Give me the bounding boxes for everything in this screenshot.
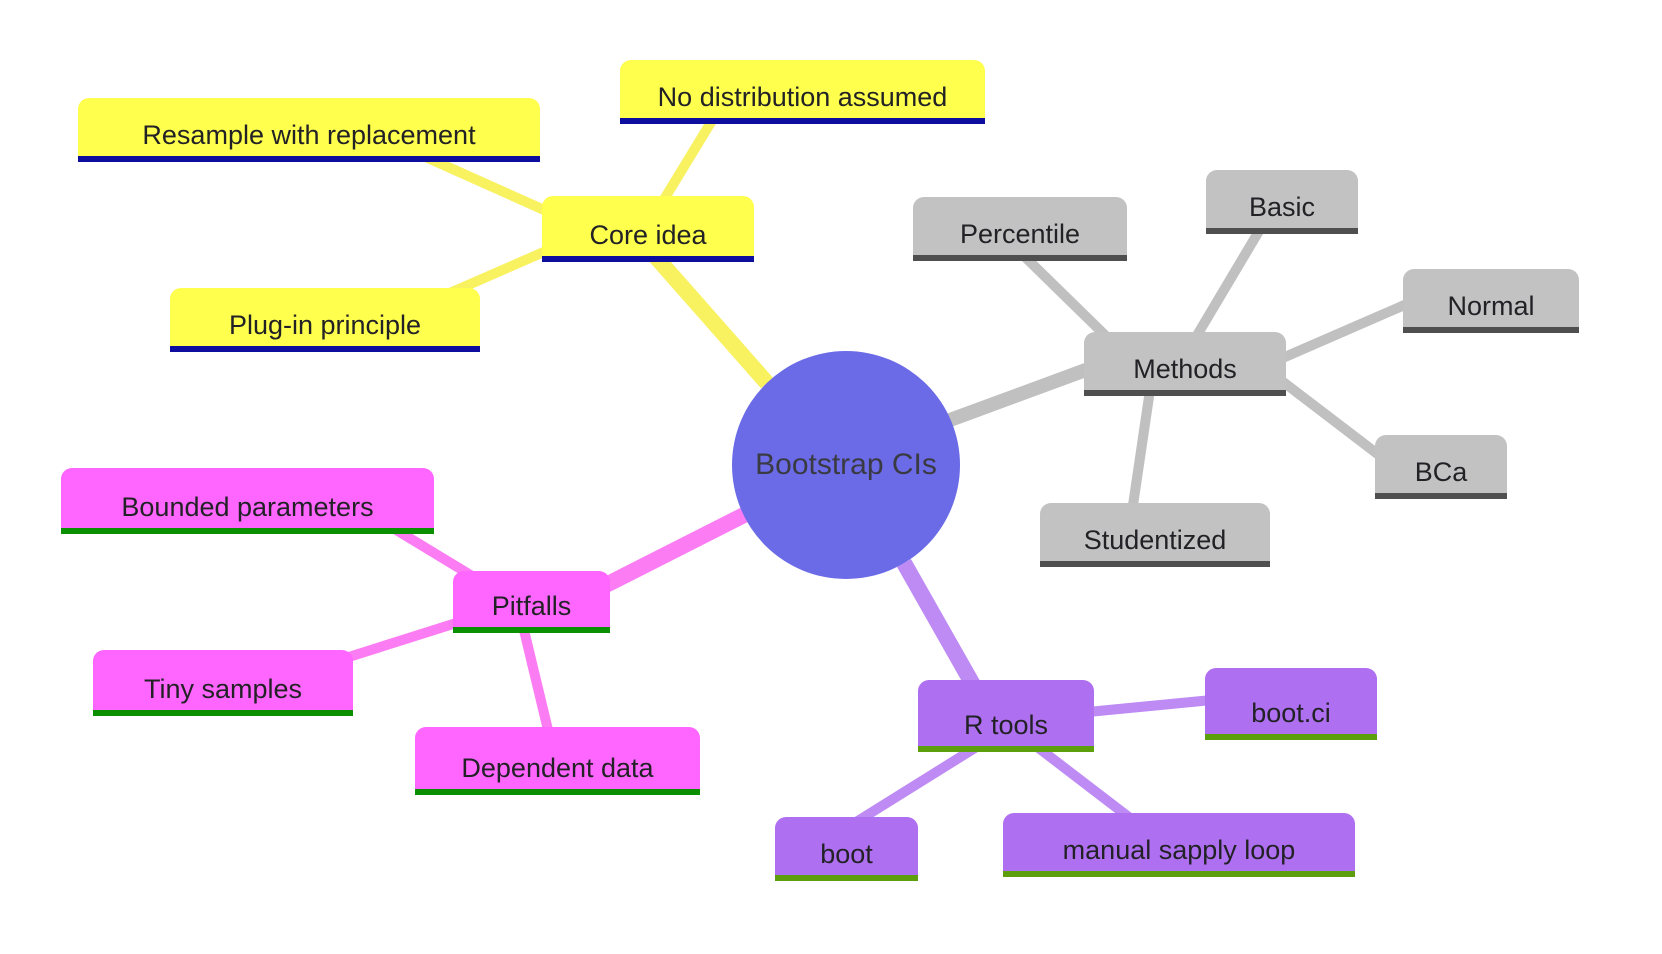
edge-r-tools-boot — [850, 741, 981, 829]
edge-center-pitfalls — [596, 507, 748, 596]
node-label: boot.ci — [1251, 697, 1331, 728]
node-label: manual sapply loop — [1062, 834, 1296, 865]
node-label: Studentized — [1083, 524, 1227, 555]
edge-methods-normal — [1276, 295, 1418, 365]
node-label: Pitfalls — [491, 590, 572, 621]
edge-methods-percentile — [1016, 248, 1116, 346]
edge-methods-bca — [1274, 374, 1392, 466]
node-label: Methods — [1133, 353, 1237, 384]
node-label: No distribution assumed — [657, 81, 948, 112]
edge-center-methods — [947, 357, 1105, 427]
edge-methods-basic — [1188, 223, 1267, 345]
node-label: Core idea — [589, 219, 707, 250]
center-node-label: Bootstrap CIs — [755, 448, 937, 481]
node-core-idea[interactable]: Core idea — [542, 196, 754, 262]
node-label: Dependent data — [461, 752, 654, 783]
node-label: R tools — [963, 709, 1049, 740]
node-boot-ci[interactable]: boot.ci — [1205, 668, 1377, 740]
node-pitfalls[interactable]: Pitfalls — [453, 571, 610, 633]
node-label: Tiny samples — [143, 673, 303, 704]
edge-r-tools-bootci — [1087, 695, 1213, 717]
edge-core-idea-no-dist — [655, 111, 721, 209]
edge-pitfalls-tiny — [331, 613, 474, 667]
node-bootstrap-cis[interactable]: Bootstrap CIs — [732, 351, 960, 579]
node-manual-sapply-loop[interactable]: manual sapply loop — [1003, 813, 1355, 877]
node-plug-in-principle[interactable]: Plug-in principle — [170, 288, 480, 352]
edge-methods-studentized — [1127, 389, 1155, 513]
node-boot[interactable]: boot — [775, 817, 918, 881]
node-label: BCa — [1414, 456, 1468, 487]
node-label: Percentile — [959, 218, 1081, 249]
node-no-distribution-assumed[interactable]: No distribution assumed — [620, 60, 985, 124]
node-label: Normal — [1447, 290, 1535, 321]
node-label: Bounded parameters — [121, 491, 374, 522]
edge-center-core-idea — [648, 250, 774, 389]
node-normal[interactable]: Normal — [1403, 269, 1579, 333]
node-dependent-data[interactable]: Dependent data — [415, 727, 700, 795]
node-percentile[interactable]: Percentile — [913, 197, 1127, 261]
node-basic[interactable]: Basic — [1206, 170, 1358, 234]
node-label: boot — [820, 838, 873, 869]
node-resample-with-replacement[interactable]: Resample with replacement — [78, 98, 540, 162]
edge-r-tools-manual — [1032, 742, 1134, 822]
node-tiny-samples[interactable]: Tiny samples — [93, 650, 353, 716]
node-bca[interactable]: BCa — [1375, 435, 1507, 499]
node-label: Resample with replacement — [142, 119, 476, 150]
node-r-tools[interactable]: R tools — [918, 680, 1094, 752]
node-methods[interactable]: Methods — [1084, 332, 1286, 396]
node-label: Plug-in principle — [228, 309, 422, 340]
node-label: Basic — [1248, 191, 1316, 222]
edge-pitfalls-dependent — [518, 624, 554, 736]
node-studentized[interactable]: Studentized — [1040, 503, 1270, 567]
edge-center-r-tools — [897, 559, 983, 694]
node-bounded-parameters[interactable]: Bounded parameters — [61, 468, 434, 534]
